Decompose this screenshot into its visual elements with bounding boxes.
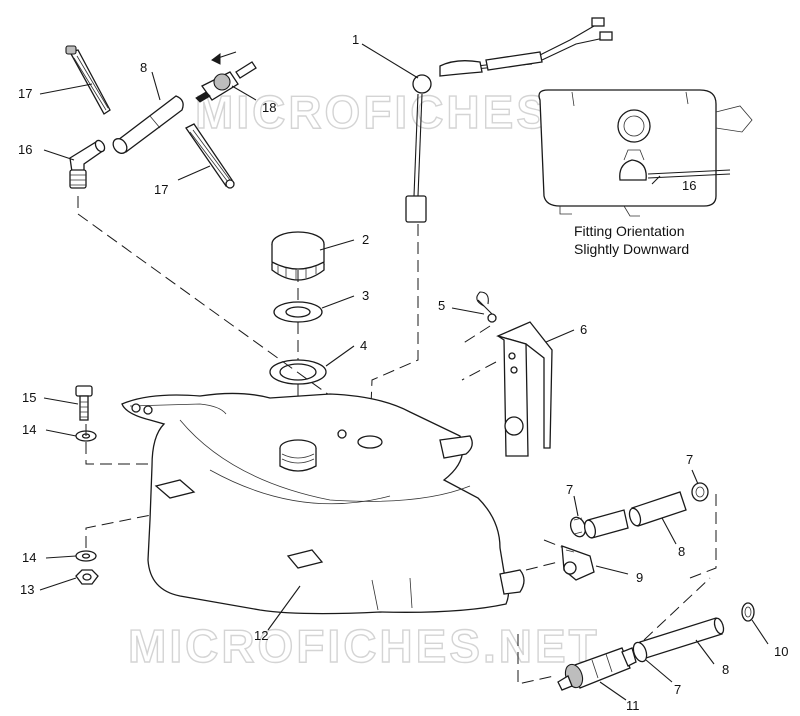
elbow-fitting [69, 139, 106, 189]
inset-caption-line1: Fitting Orientation [574, 223, 685, 239]
callout-7-right: 7 [686, 452, 693, 467]
fuel-hose-short [583, 509, 629, 539]
mounting-bolt [75, 385, 93, 421]
callout-16-main: 16 [18, 142, 32, 157]
callout-17-upper: 17 [18, 86, 32, 101]
callout-1: 1 [352, 32, 359, 47]
callout-6: 6 [580, 322, 587, 337]
callout-5: 5 [438, 298, 445, 313]
mounting-bracket [461, 321, 553, 457]
callout-2: 2 [362, 232, 369, 247]
t-fitting [561, 545, 595, 581]
callout-12: 12 [254, 628, 268, 643]
fuel-cap [271, 231, 325, 281]
callout-11: 11 [626, 698, 640, 713]
fuel-level-sender [405, 17, 613, 223]
inline-fuel-filter [557, 647, 637, 691]
hose-clamp-right [691, 482, 709, 502]
callout-16-inset: 16 [682, 178, 696, 193]
fuel-hose-lower [639, 617, 725, 659]
callout-10: 10 [774, 644, 788, 659]
callout-14-lower: 14 [22, 550, 36, 565]
fuel-hose-right [628, 491, 687, 527]
fuel-shutoff-valve [195, 51, 257, 103]
hose-clamp-end [741, 602, 755, 622]
callout-4: 4 [360, 338, 367, 353]
callout-8-lower: 8 [722, 662, 729, 677]
inset-caption-line2: Slightly Downward [574, 241, 689, 257]
inset-tank-detail [538, 89, 753, 217]
wire-clip [476, 291, 497, 323]
callout-13: 13 [20, 582, 34, 597]
hex-nut [75, 569, 99, 585]
callout-18: 18 [262, 100, 276, 115]
callout-leaders [39, 43, 769, 701]
callout-numbers: 1 2 3 4 5 6 7 7 7 8 8 8 9 10 11 12 13 14… [18, 32, 788, 713]
callout-7-left: 7 [566, 482, 573, 497]
callout-7-lower: 7 [674, 682, 681, 697]
cap-gasket [273, 301, 323, 323]
callout-8-right: 8 [678, 544, 685, 559]
callout-9: 9 [636, 570, 643, 585]
callout-3: 3 [362, 288, 369, 303]
watermark-bottom: MICROFICHES.NET [128, 620, 600, 672]
callout-14-upper: 14 [22, 422, 36, 437]
washer-lower [75, 550, 97, 562]
strap-clamp-upper [65, 45, 111, 115]
callout-8-upper: 8 [140, 60, 147, 75]
callout-15: 15 [22, 390, 36, 405]
fuel-hose-upper [112, 95, 184, 154]
fuel-tank [121, 392, 525, 615]
strap-clamp-lower [185, 123, 235, 189]
callout-17-lower: 17 [154, 182, 168, 197]
